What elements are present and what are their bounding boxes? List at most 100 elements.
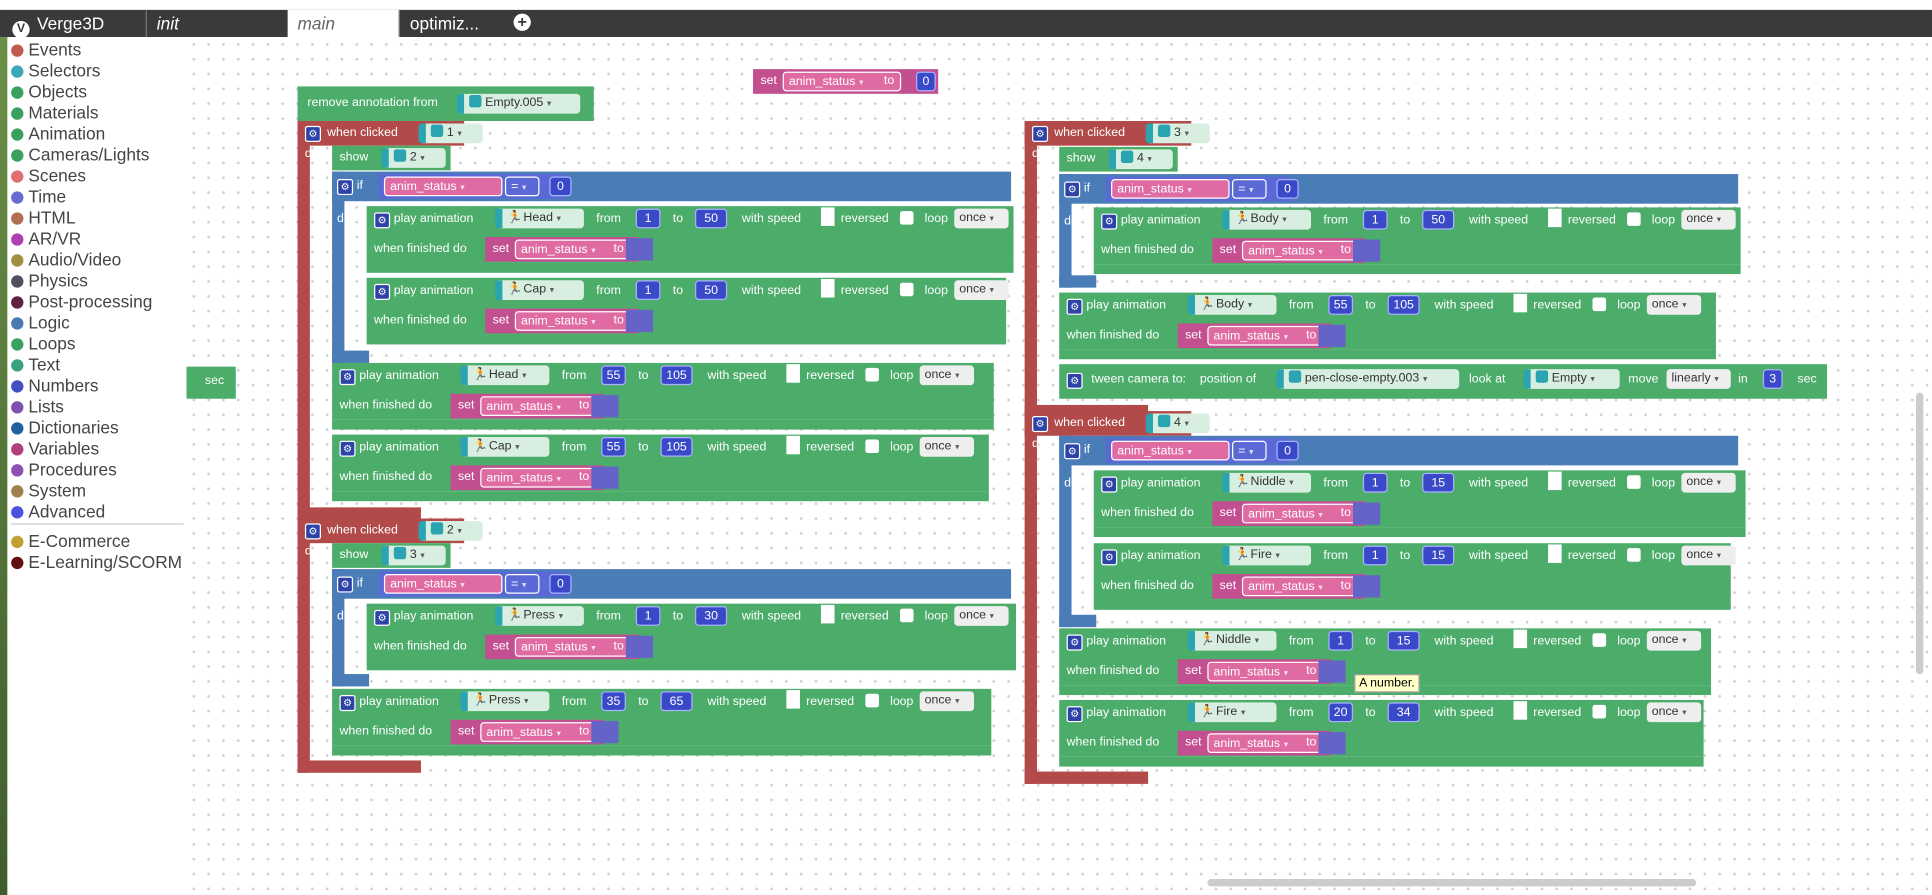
variable-dropdown[interactable]: anim_status▾ [1111, 179, 1230, 199]
number-field[interactable]: 1 [635, 606, 661, 626]
mutator-gear-icon[interactable]: ⚙ [374, 283, 391, 300]
mutator-gear-icon[interactable]: ⚙ [374, 212, 391, 229]
speed-input[interactable] [1548, 208, 1562, 228]
number-field[interactable]: 0 [915, 71, 936, 92]
number-field[interactable]: 50 [1422, 209, 1455, 230]
number-field[interactable]: 105 [660, 437, 693, 457]
toolbox-category-4[interactable]: Animation [11, 123, 105, 144]
loop-dropdown[interactable]: once▾ [919, 365, 975, 386]
speed-input[interactable] [786, 435, 800, 455]
number-field[interactable]: 105 [1387, 295, 1420, 315]
number-field[interactable]: 3 [1762, 369, 1783, 389]
number-field[interactable]: 105 [660, 365, 693, 386]
object-dropdown[interactable]: Empty▾ [1523, 369, 1620, 389]
number-field[interactable]: 50 [695, 208, 728, 229]
toolbox-extra-category-0[interactable]: E-Commerce [11, 531, 130, 552]
animation-dropdown[interactable]: 🏃Cap▾ [460, 437, 550, 457]
toolbox-category-13[interactable]: Logic [11, 312, 70, 333]
variable-dropdown[interactable]: anim_status▾ [514, 239, 634, 260]
loop-dropdown[interactable]: once▾ [1646, 702, 1702, 723]
mutator-gear-icon[interactable]: ⚙ [1066, 634, 1083, 651]
mutator-gear-icon[interactable]: ⚙ [1101, 476, 1118, 493]
mutator-gear-icon[interactable]: ⚙ [304, 125, 321, 142]
speed-input[interactable] [1513, 701, 1528, 720]
operator-dropdown[interactable]: =▾ [1232, 440, 1267, 461]
mutator-gear-icon[interactable]: ⚙ [1101, 213, 1118, 230]
variable-dropdown[interactable]: anim_status▾ [1111, 440, 1230, 461]
reversed-checkbox[interactable] [865, 367, 879, 382]
speed-input[interactable] [786, 690, 800, 709]
mutator-gear-icon[interactable]: ⚙ [1032, 416, 1049, 433]
number-field[interactable]: 65 [660, 691, 693, 712]
number-field[interactable]: 55 [1328, 295, 1354, 315]
variable-dropdown[interactable]: anim_status▾ [514, 637, 634, 657]
speed-input[interactable] [820, 207, 835, 226]
reversed-checkbox[interactable] [1592, 704, 1607, 719]
mutator-gear-icon[interactable]: ⚙ [304, 523, 321, 540]
variable-dropdown[interactable]: anim_status▾ [383, 176, 503, 197]
animation-dropdown[interactable]: 🏃Head▾ [460, 365, 550, 386]
number-field[interactable]: 0 [549, 574, 572, 594]
toolbox-category-17[interactable]: Lists [11, 396, 64, 417]
number-field[interactable]: 1 [1362, 472, 1388, 493]
object-dropdown[interactable]: 2▾ [381, 148, 446, 168]
operator-dropdown[interactable]: =▾ [504, 574, 540, 594]
toolbox-category-5[interactable]: Cameras/Lights [11, 144, 149, 165]
toolbox-category-1[interactable]: Selectors [11, 60, 100, 81]
variable-dropdown[interactable]: anim_status▾ [480, 722, 599, 742]
animation-dropdown[interactable]: 🏃Press▾ [460, 691, 550, 712]
animation-dropdown[interactable]: 🏃Niddle▾ [1222, 472, 1312, 493]
number-field[interactable]: 0 [1276, 179, 1299, 199]
loop-dropdown[interactable]: once▾ [1681, 545, 1736, 566]
mutator-gear-icon[interactable]: ⚙ [1064, 181, 1081, 198]
toolbox-category-16[interactable]: Numbers [11, 375, 99, 396]
loop-dropdown[interactable]: once▾ [1681, 472, 1736, 493]
toolbox-category-11[interactable]: Physics [11, 270, 88, 291]
number-field[interactable]: 34 [1387, 702, 1420, 723]
reversed-checkbox[interactable] [899, 282, 914, 297]
toolbox-category-20[interactable]: Procedures [11, 459, 117, 480]
speed-input[interactable] [1513, 629, 1528, 649]
toolbox-category-10[interactable]: Audio/Video [11, 249, 121, 270]
mutator-gear-icon[interactable]: ⚙ [337, 576, 354, 593]
mutator-gear-icon[interactable]: ⚙ [1032, 125, 1049, 142]
toolbox-category-14[interactable]: Loops [11, 333, 75, 354]
loop-dropdown[interactable]: once▾ [954, 208, 1009, 229]
toolbox-category-2[interactable]: Objects [11, 81, 87, 102]
variable-dropdown[interactable]: anim_status▾ [1207, 325, 1326, 346]
number-field[interactable]: 0 [1276, 440, 1299, 461]
number-field[interactable]: 1 [1362, 209, 1388, 230]
toolbox-extra-category-1[interactable]: E-Learning/SCORM [11, 552, 182, 573]
toolbox-category-19[interactable]: Variables [11, 438, 99, 459]
loop-dropdown[interactable]: once▾ [1646, 295, 1702, 315]
horizontal-scrollbar[interactable] [1207, 878, 1697, 887]
number-field[interactable]: 0 [549, 176, 572, 197]
number-field[interactable]: 1 [635, 208, 661, 229]
mutator-gear-icon[interactable]: ⚙ [339, 440, 356, 457]
object-dropdown[interactable]: 4▾ [1145, 413, 1210, 434]
mutator-gear-icon[interactable]: ⚙ [1066, 372, 1083, 389]
number-field[interactable]: 50 [695, 280, 728, 300]
speed-input[interactable] [820, 278, 835, 298]
number-field[interactable]: 35 [601, 691, 626, 712]
toolbox-category-12[interactable]: Post-processing [11, 291, 152, 312]
animation-dropdown[interactable]: 🏃Press▾ [495, 606, 584, 626]
number-field[interactable]: 1 [1362, 545, 1388, 566]
number-field[interactable]: 1 [635, 280, 661, 300]
toolbox-category-6[interactable]: Scenes [11, 165, 86, 186]
loop-dropdown[interactable]: once▾ [919, 437, 975, 457]
number-field[interactable]: 55 [601, 365, 626, 386]
toolbox-category-0[interactable]: Events [11, 40, 81, 61]
number-field[interactable]: 15 [1387, 630, 1420, 651]
number-field[interactable]: 15 [1422, 545, 1455, 566]
reversed-checkbox[interactable] [1627, 212, 1641, 226]
speed-input[interactable] [820, 604, 835, 624]
tab-init[interactable]: init [145, 9, 288, 38]
number-field[interactable]: 30 [695, 606, 728, 626]
loop-dropdown[interactable]: once▾ [1681, 209, 1736, 230]
animation-dropdown[interactable]: 🏃Head▾ [495, 208, 584, 229]
object-dropdown[interactable]: 1▾ [418, 123, 483, 144]
mutator-gear-icon[interactable]: ⚙ [337, 179, 354, 196]
toolbox-category-7[interactable]: Time [11, 186, 66, 207]
